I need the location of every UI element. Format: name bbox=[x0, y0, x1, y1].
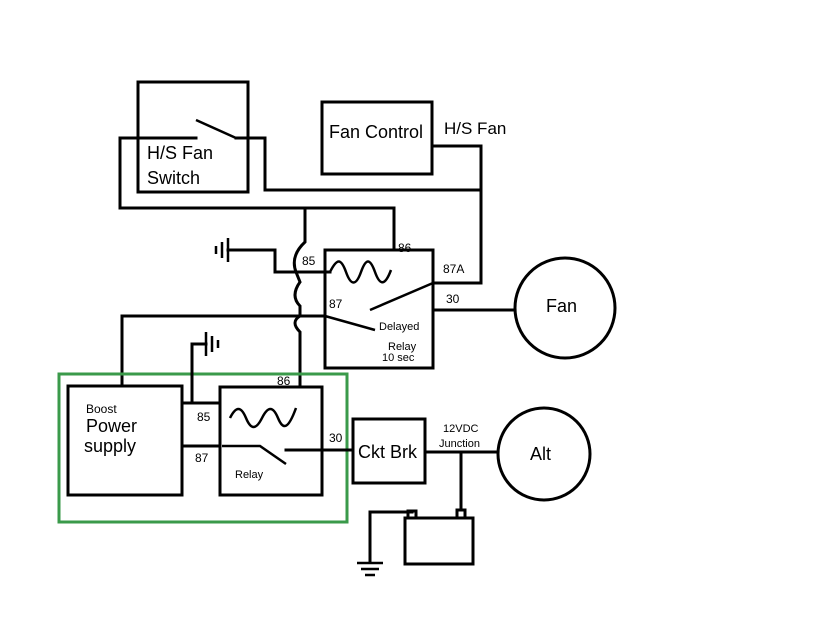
delayed-relay-box bbox=[323, 248, 435, 370]
ckt-brk-label: Ckt Brk bbox=[358, 442, 418, 462]
delayed-relay-pin-30: 30 bbox=[446, 292, 460, 306]
delayed-relay-label-2: Relay bbox=[388, 341, 417, 353]
boost-ground-wire bbox=[180, 342, 208, 405]
alt-circle bbox=[496, 406, 592, 502]
boost-label-3: supply bbox=[84, 436, 136, 456]
junction-label-2: Junction bbox=[439, 438, 480, 450]
ground-icon-boost bbox=[204, 332, 220, 356]
top-to-relay86-wire bbox=[292, 206, 307, 407]
ckt-brk-box bbox=[351, 417, 427, 485]
fan-control-label: Fan Control bbox=[329, 122, 423, 142]
relay-pin-30: 30 bbox=[329, 431, 343, 445]
relay-label: Relay bbox=[235, 469, 264, 481]
relay-box bbox=[218, 385, 324, 497]
switch-to-fan-control-wire bbox=[234, 136, 483, 192]
hs-fan-wire-label: H/S Fan bbox=[444, 119, 506, 138]
battery-terminal-pos bbox=[455, 508, 467, 520]
relay-contact-icon bbox=[222, 444, 287, 466]
boost-to-delayed87-wire bbox=[120, 314, 327, 388]
switch-to-relay86-wire bbox=[118, 136, 396, 270]
alt-label: Alt bbox=[530, 444, 551, 464]
junction-label-1: 12VDC bbox=[443, 423, 479, 435]
delayed-relay-coil-icon bbox=[328, 260, 393, 284]
ground-icon-battery bbox=[357, 561, 383, 577]
delayed-relay-label-3: 10 sec bbox=[382, 352, 415, 364]
fan-circle bbox=[513, 256, 617, 360]
delayed-relay-pin-87: 87 bbox=[329, 297, 343, 311]
hs-fan-switch-label-2: Switch bbox=[147, 168, 200, 188]
fan-control-box bbox=[320, 100, 434, 176]
battery-icon bbox=[403, 516, 475, 566]
hs-fan-switch-label-1: H/S Fan bbox=[147, 143, 213, 163]
switch-contact-icon bbox=[195, 118, 237, 140]
delayed-relay-pin-87a: 87A bbox=[443, 262, 464, 276]
relay-pin-86: 86 bbox=[277, 374, 291, 388]
highlight-box bbox=[57, 372, 349, 524]
relay-pin-87: 87 bbox=[195, 451, 209, 465]
delayed-relay-contact-icon bbox=[324, 281, 434, 332]
delayed-relay-label-1: Delayed bbox=[379, 321, 419, 333]
ground-icon-top bbox=[214, 238, 230, 262]
fan-label: Fan bbox=[546, 296, 577, 316]
battery-ground-wire bbox=[368, 510, 414, 564]
boost-label-1: Boost bbox=[86, 402, 117, 416]
boost-label-2: Power bbox=[86, 416, 137, 436]
relay-coil-icon bbox=[228, 407, 298, 429]
delayed-relay-pin-85: 85 bbox=[302, 254, 316, 268]
boost-power-supply-box bbox=[66, 384, 184, 497]
relay-pin-85: 85 bbox=[197, 410, 211, 424]
hs-fan-wire bbox=[430, 144, 483, 285]
delayed-relay-85-ground-wire bbox=[226, 248, 332, 274]
delayed-relay-pin-86: 86 bbox=[398, 241, 412, 255]
